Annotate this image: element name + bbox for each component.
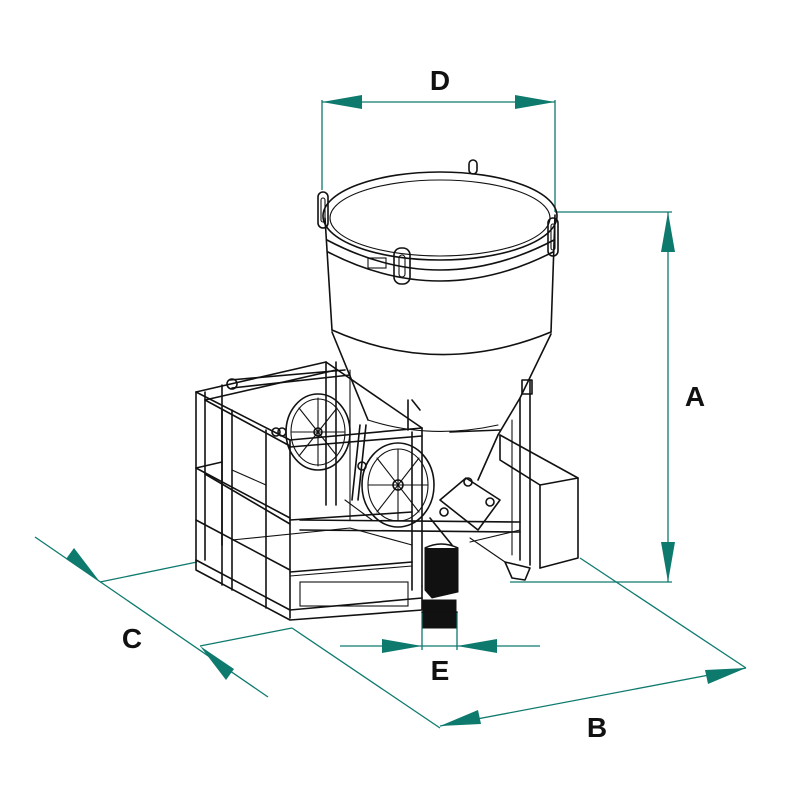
hopper xyxy=(317,159,559,481)
dimension-a-arrow-bottom xyxy=(661,542,675,582)
lifting-lug-front xyxy=(393,247,411,285)
lifting-lug-right xyxy=(547,217,559,257)
dimension-e-arrow-left xyxy=(382,639,422,653)
dimension-b-arrow-right xyxy=(705,668,746,684)
dimension-c-arrow-bottom xyxy=(200,646,234,680)
handwheel-front xyxy=(361,442,435,528)
dimension-label-b: B xyxy=(587,712,607,743)
dimension-lines xyxy=(34,95,747,729)
dimension-e-arrow-right xyxy=(457,639,497,653)
lifting-lug-left xyxy=(317,191,329,229)
dimension-a-arrow-top xyxy=(661,212,675,252)
dimension-d-arrow-left xyxy=(322,95,362,109)
dimension-c xyxy=(34,536,293,698)
dimension-b xyxy=(291,557,747,729)
dimension-label-e: E xyxy=(431,655,450,686)
dimension-d-arrow-right xyxy=(515,95,555,109)
dimension-c-arrow-top xyxy=(66,548,100,582)
dimension-label-a: A xyxy=(685,381,705,412)
dimension-b-arrow-left xyxy=(440,710,481,726)
discharge-chute xyxy=(421,543,459,629)
dimension-d xyxy=(321,95,556,212)
dimension-a xyxy=(510,211,675,583)
dimension-label-c: C xyxy=(122,623,142,654)
gate-mechanism xyxy=(344,399,501,546)
lifting-lug-back xyxy=(468,159,478,175)
operator-cage xyxy=(195,361,423,621)
handwheel-back xyxy=(285,393,351,471)
dimension-label-d: D xyxy=(430,65,450,96)
dimension-e xyxy=(340,612,540,653)
